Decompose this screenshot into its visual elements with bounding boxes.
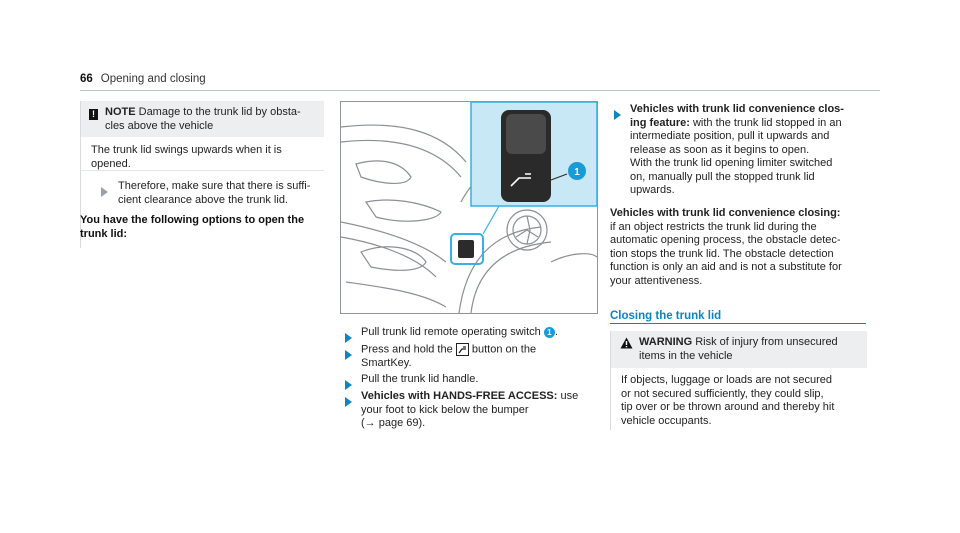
note-body-line: opened. [91, 157, 131, 170]
paragraph-line: if an object restricts the trunk lid dur… [610, 220, 817, 233]
step-text: Press and hold the [361, 343, 453, 356]
step-text: intermediate position, pull it upwards a… [630, 130, 830, 142]
triangle-bullet-icon [345, 347, 352, 365]
triangle-bullet-icon [345, 330, 352, 348]
note-divider [81, 170, 324, 171]
paragraph-line: your attentiveness. [610, 274, 703, 287]
trunk-open-symbol [510, 173, 531, 187]
closing-section-title: Closing the trunk lid [610, 310, 722, 322]
step-press-key: Press and hold the button on the SmartKe… [361, 343, 536, 370]
options-heading: You have the following options to open t… [80, 214, 304, 241]
note-header-text-1: Damage to the trunk lid by obsta- [138, 106, 301, 118]
trunk-switch-illustration: 1 [340, 101, 598, 314]
callout-marker [568, 162, 586, 180]
step-bold: Vehicles with HANDS-FREE ACCESS: [361, 390, 558, 402]
section-title: Opening and closing [100, 73, 206, 85]
step-text: with the trunk lid stopped in an [692, 116, 842, 129]
step-text: button on the [471, 343, 537, 356]
step-text-end: . [554, 326, 558, 338]
step-text: your foot to kick below the bumper [361, 403, 529, 416]
warning-body-line: or not secured sufficiently, they could … [621, 387, 824, 400]
page-header: 66 Opening and closing [80, 73, 206, 85]
options-heading-line: trunk lid: [80, 227, 128, 240]
step-bold: Vehicles with trunk lid convenience clos… [630, 103, 844, 115]
note-step-line: cient clearance above the trunk lid. [118, 193, 288, 206]
step-text: SmartKey. [361, 356, 412, 369]
triangle-bullet-icon [345, 377, 352, 395]
page-reference-link[interactable]: (→ page 69). [361, 417, 426, 429]
step-pull-handle: Pull the trunk lid handle. [361, 373, 479, 385]
step-pull-switch: Pull trunk lid remote operating switch 1… [361, 326, 558, 340]
paragraph-line: tion stops the trunk lid. The obstacle d… [610, 247, 834, 260]
note-header-text-2: cles above the vehicle [105, 119, 214, 132]
warning-body-line: vehicle occupants. [621, 414, 712, 427]
note-title: NOTE [105, 106, 136, 118]
page-number: 66 [80, 73, 93, 85]
triangle-bullet-icon [614, 107, 621, 125]
callout-badge: 1 [543, 326, 555, 338]
warning-header-text: items in the vehicle [639, 349, 733, 362]
convenience-opening-step: Vehicles with trunk lid convenience clos… [630, 103, 844, 198]
note-step: Therefore, make sure that there is suffi… [118, 180, 310, 207]
step-text: on, manually pull the stopped trunk lid [630, 170, 815, 183]
warning-body-line: If objects, luggage or loads are not sec… [621, 374, 832, 386]
step-text: use [560, 390, 579, 402]
paragraph-bold: Vehicles with trunk lid convenience clos… [610, 207, 841, 219]
paragraph-line: automatic opening process, the obstacle … [610, 234, 841, 246]
warning-header-text: Risk of injury from unsecured [695, 336, 838, 348]
note-body-line: The trunk lid swings upwards when it is [91, 144, 282, 156]
paragraph-line: function is only an aid and is not a sub… [610, 261, 842, 273]
door-panel-drawing: 1 [341, 102, 597, 313]
note-box: ! NOTE Damage to the trunk lid by obsta-… [80, 101, 324, 248]
triangle-bullet-icon [101, 184, 108, 202]
warning-body: If objects, luggage or loads are not sec… [621, 374, 834, 428]
step-text: With the trunk lid opening limiter switc… [630, 157, 833, 169]
section-divider [610, 323, 866, 324]
step-hands-free: Vehicles with HANDS-FREE ACCESS: use you… [361, 390, 578, 431]
convenience-closing-paragraph: Vehicles with trunk lid convenience clos… [610, 207, 842, 288]
note-body: The trunk lid swings upwards when it is … [91, 144, 282, 171]
warning-triangle-icon [620, 337, 633, 349]
switch-small [458, 240, 474, 258]
callout-number: 1 [574, 167, 580, 178]
callout-line [482, 205, 500, 235]
step-text: release as soon as it begins to open. [630, 143, 810, 156]
switch-highlight [450, 233, 484, 265]
header-divider [80, 90, 880, 91]
warning-box: WARNING Risk of injury from unsecured it… [610, 331, 867, 430]
step-text: Pull trunk lid remote operating switch [361, 326, 541, 338]
options-heading-line: You have the following options to open t… [80, 214, 305, 226]
note-header: ! NOTE Damage to the trunk lid by obsta-… [81, 101, 324, 137]
note-step-line: Therefore, make sure that there is suffi… [118, 180, 311, 192]
step-text: upwards. [630, 184, 675, 196]
triangle-bullet-icon [345, 394, 352, 412]
step-bold: ing feature: [630, 116, 690, 129]
exclamation-square-icon: ! [89, 109, 98, 120]
trunk-key-icon [455, 343, 469, 356]
warning-body-line: tip over or be thrown around and thereby… [621, 401, 835, 413]
warning-title: WARNING [639, 336, 693, 348]
warning-header: WARNING Risk of injury from unsecured it… [611, 331, 867, 368]
